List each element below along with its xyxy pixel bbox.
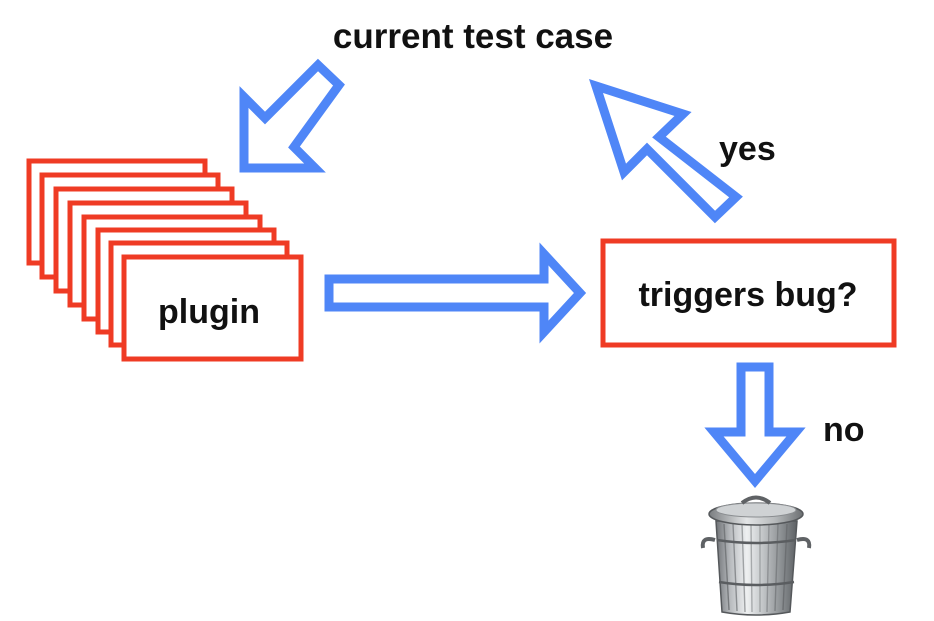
decision-label: triggers bug? xyxy=(638,276,857,314)
yes-label: yes xyxy=(719,130,776,168)
plugin-stack: plugin xyxy=(26,158,304,362)
current-test-case-label: current test case xyxy=(333,17,613,56)
decision-box xyxy=(600,238,897,348)
trash-can-icon xyxy=(700,495,812,616)
arrow-to-plugin xyxy=(239,58,345,173)
arrow-to-decision xyxy=(324,242,587,344)
plugin-label: plugin xyxy=(158,293,260,331)
arrow-yes-to-test-case xyxy=(588,79,743,224)
no-label: no xyxy=(823,411,865,449)
arrow-no-to-trash xyxy=(704,362,806,489)
plugin-box-front xyxy=(121,254,304,362)
